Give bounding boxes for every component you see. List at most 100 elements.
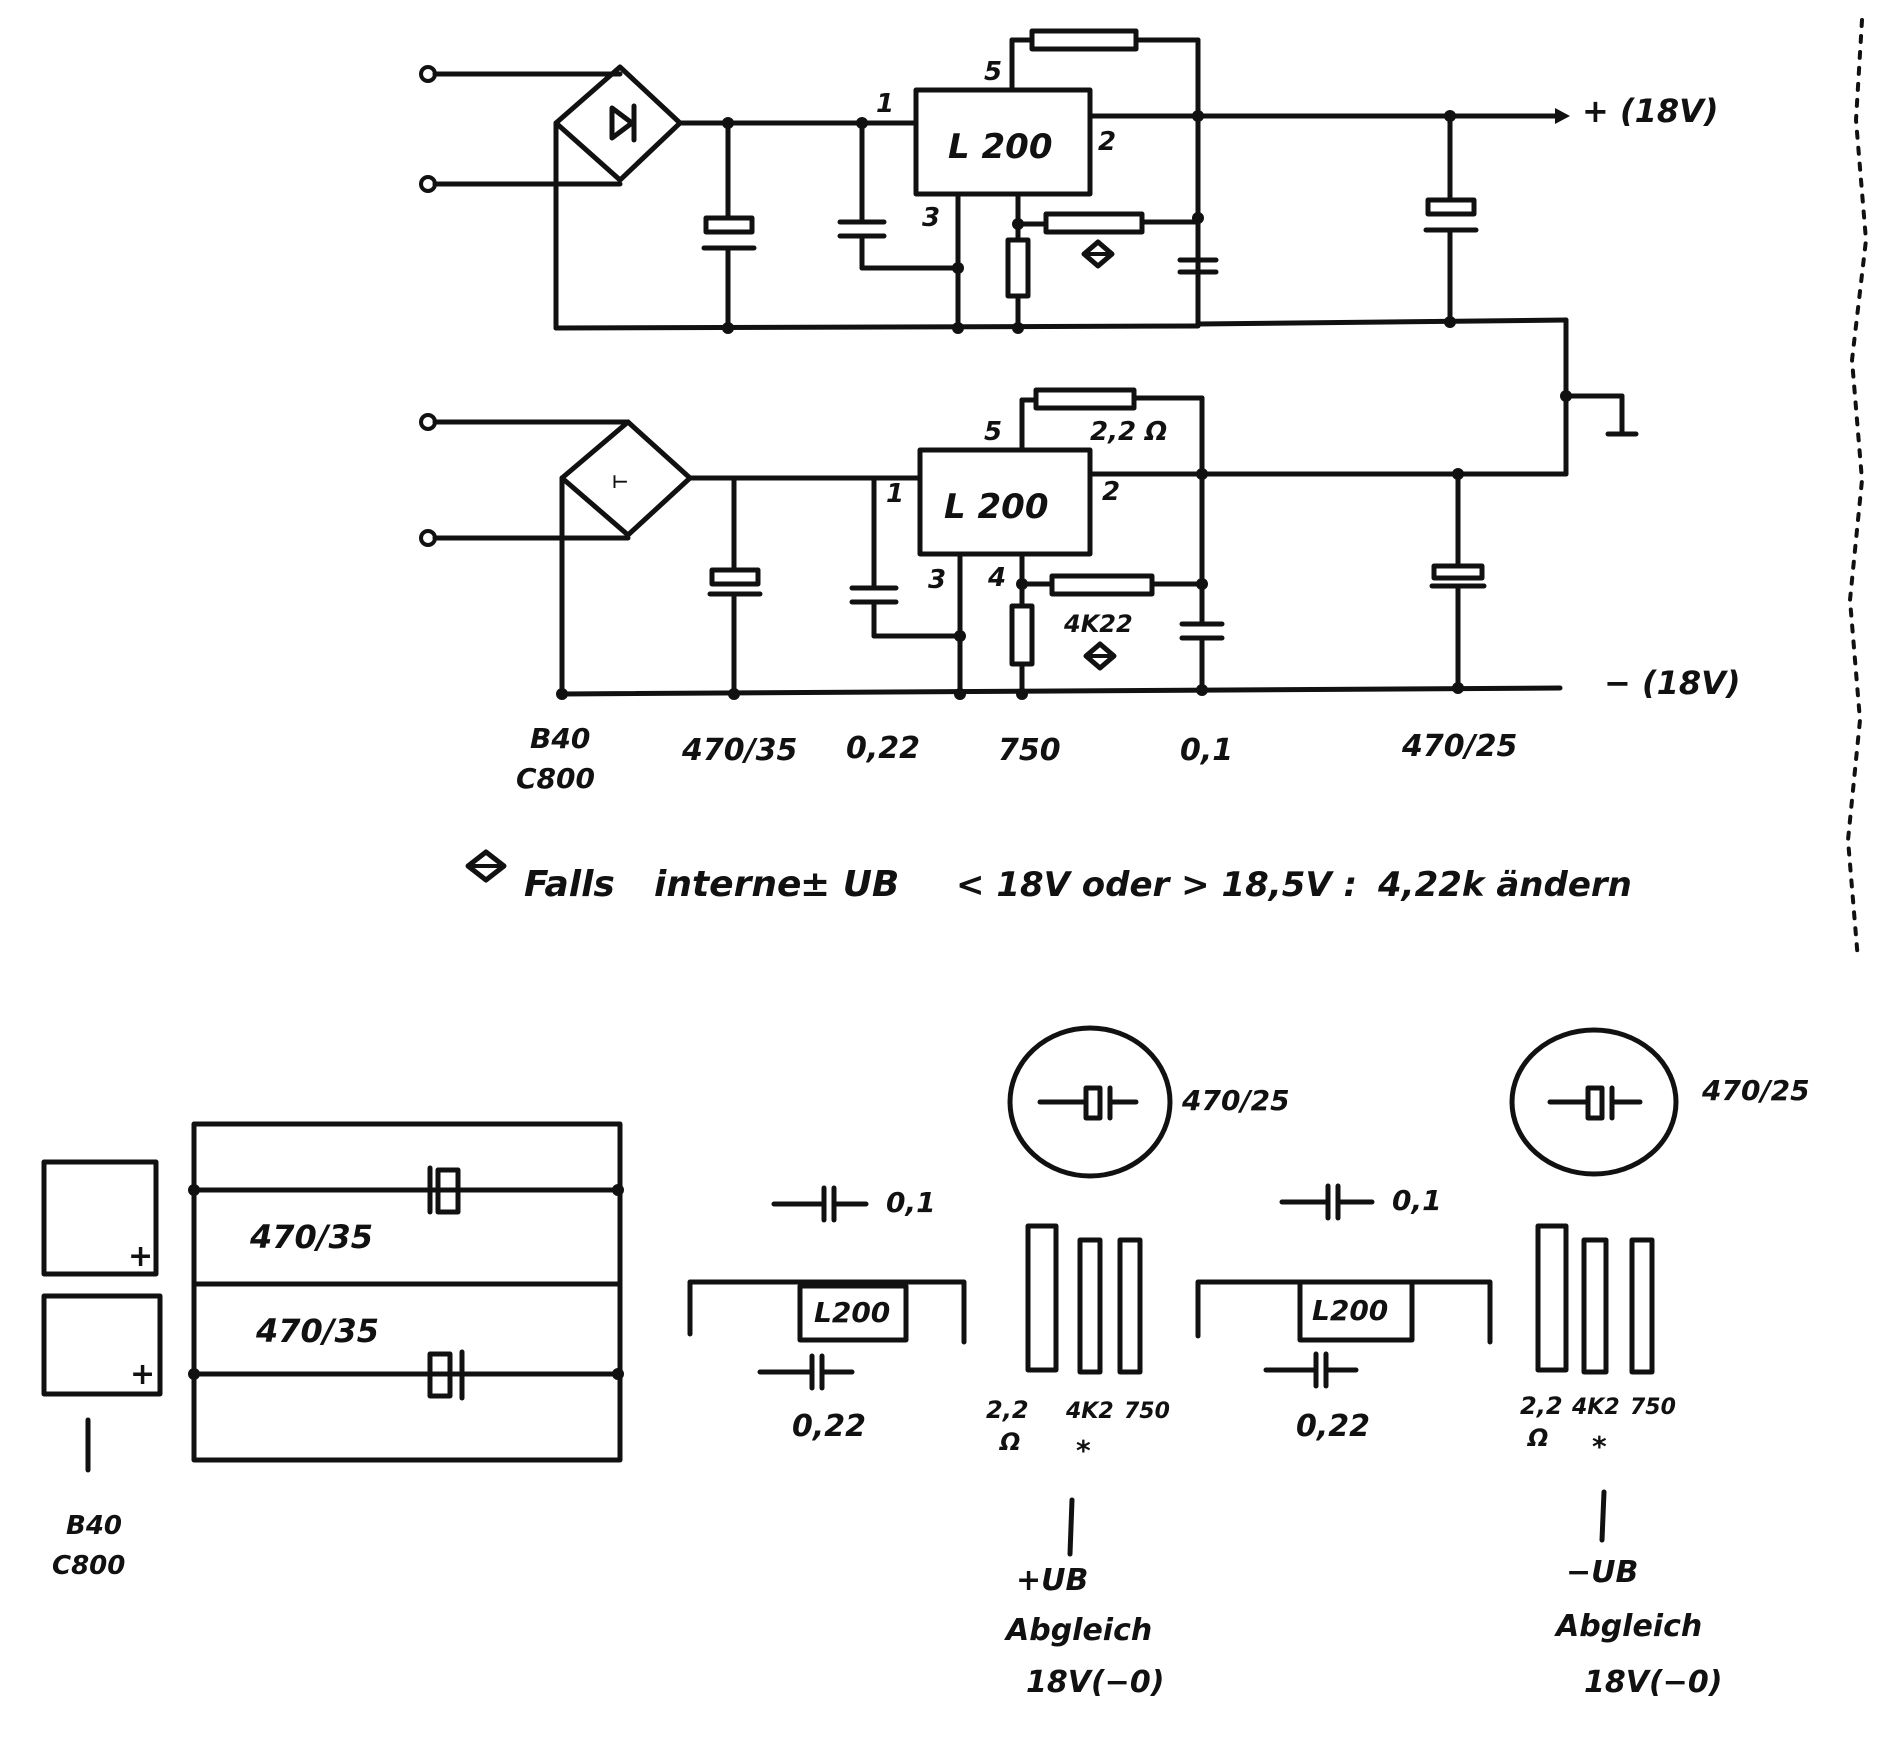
adjust-label: Abgleich [1004, 1613, 1152, 1648]
resistor-icon [1535, 1223, 1569, 1373]
positive-output-label: + (18V) [1582, 92, 1719, 130]
resistor-icon [1033, 387, 1137, 411]
pin-label: 1 [876, 89, 894, 119]
adjust-label: +UB [1016, 1563, 1088, 1598]
paper-edge [1845, 18, 1869, 962]
upper-regulator-circuit [419, 28, 1570, 334]
adjust-resistor-label: 4K22 [1063, 610, 1133, 638]
resistor-label: 2,2 [1520, 1392, 1563, 1420]
rectifier-block [41, 1159, 159, 1277]
output-small-cap-label: 0,1 [1180, 733, 1233, 768]
resistor-label: Ω [998, 1428, 1020, 1456]
ic-label: L 200 [948, 127, 1052, 167]
electrolytic-capacitor-icon [427, 1351, 453, 1399]
rectifier-label: B40 [530, 722, 590, 755]
adjust-label: −UB [1566, 1555, 1638, 1590]
adjust-label: 18V(−0) [1584, 1665, 1722, 1700]
resistor-label: 4K2 [1065, 1399, 1114, 1424]
resistor-label: 4K2 [1571, 1395, 1620, 1420]
l200-regulator-ic [913, 87, 1093, 197]
pin-label: 3 [928, 565, 946, 595]
footnote-text: 4,22k ändern [1377, 865, 1632, 905]
divider-resistor-label: 750 [998, 733, 1061, 768]
resistor-icon [1117, 1237, 1143, 1375]
resistor-icon [1005, 237, 1031, 299]
resistor-icon [1581, 1237, 1609, 1375]
electrolytic-capacitor-icon [1083, 1085, 1103, 1121]
ic-label: L 200 [944, 487, 1048, 527]
output-capacitor-circle [1509, 1027, 1679, 1177]
resistor-icon [1029, 28, 1139, 52]
output-capacitor-circle [1007, 1025, 1173, 1179]
heatsink-outline [687, 1279, 967, 1345]
output-cap-label: 470/25 [1401, 729, 1517, 764]
negative-output-label: − (18V) [1604, 664, 1741, 702]
resistor-icon [1025, 1223, 1059, 1373]
resistor-label: Ω [1526, 1424, 1548, 1452]
resistor-label: * [1592, 1430, 1607, 1463]
diode-icon [609, 105, 635, 141]
diamond-marker-icon [1081, 239, 1115, 269]
input-cap-label: 470/35 [681, 733, 797, 768]
resistor-label: 2,2 [986, 1396, 1029, 1424]
ground-symbol [1560, 317, 1639, 477]
adjustment-footnote: Falls interne ± UB < 18V oder > 18,5V : … [465, 849, 1632, 905]
circle-cap-label: 470/25 [1181, 1084, 1290, 1117]
upper-regulator-labels: L 200 1 2 3 5 + (18V) [876, 57, 1719, 233]
pin-label: 2 [1102, 477, 1120, 507]
electrolytic-capacitor-icon [1425, 197, 1477, 217]
component-value-labels: B40 C800 470/35 0,22 750 0,1 470/25 [516, 722, 1517, 795]
pin-label: 2 [1098, 127, 1116, 157]
resistor-icon [1043, 211, 1145, 235]
diode-icon: ⊢ [612, 472, 628, 493]
positive-regulator-layout: 0,1 L200 0,22 470/25 2,2 Ω 4K2 * 750 +UB… [687, 1025, 1290, 1700]
lower-regulator-circuit: ⊢ [419, 387, 1569, 700]
adjust-label: Abgleich [1554, 1609, 1702, 1644]
l200-regulator-ic [917, 447, 1093, 557]
cap-label: 0,22 [1296, 1409, 1370, 1444]
ic-label: L200 [1312, 1294, 1388, 1327]
footnote-text: Falls [524, 864, 615, 905]
rectifier-plus-label: + [130, 1357, 155, 1392]
electrolytic-capacitor-icon [1585, 1085, 1605, 1121]
resistor-label: 750 [1124, 1399, 1170, 1424]
rectifier-plus-label: + [128, 1239, 153, 1274]
lower-regulator-labels: L 200 1 2 3 4 5 2,2 Ω 4K22 − (18V) [886, 417, 1741, 702]
cap-label: 0,22 [792, 1409, 866, 1444]
footnote-text: < 18V oder > 18,5V : [956, 865, 1357, 905]
cap-label: 0,1 [886, 1186, 936, 1219]
electrolytic-capacitor-icon [435, 1167, 461, 1215]
resistor-label: * [1076, 1434, 1091, 1467]
sense-resistor-label: 2,2 Ω [1090, 417, 1167, 447]
board-layout: + + B40 C800 470/35 470/35 [41, 1121, 624, 1581]
rectifier-label: B40 [66, 1511, 122, 1541]
bridge-rectifier [553, 64, 683, 183]
electrolytic-capacitor-icon [709, 567, 761, 587]
diamond-marker-icon [465, 849, 507, 883]
l200-regulator-ic [797, 1283, 909, 1343]
resistor-label: 750 [1630, 1395, 1676, 1420]
rectifier-label: C800 [516, 762, 595, 795]
resistor-icon [1009, 603, 1035, 667]
circle-cap-label: 470/25 [1701, 1074, 1810, 1107]
negative-regulator-layout: 0,1 L200 0,22 470/25 2,2 Ω 4K2 * 750 −UB… [1195, 1027, 1810, 1700]
resistor-icon [1629, 1237, 1655, 1375]
resistor-icon [1077, 1237, 1103, 1375]
l200-regulator-ic [1297, 1279, 1415, 1343]
resistor-icon [1049, 573, 1155, 597]
cap-label: 0,1 [1392, 1184, 1442, 1217]
pin-label: 3 [922, 203, 940, 233]
bridge-rectifier [559, 419, 693, 538]
footnote-text: interne [654, 864, 801, 905]
electrolytic-capacitor-icon [703, 215, 755, 235]
capacitor-board [191, 1121, 623, 1463]
pin-label: 4 [987, 563, 1006, 593]
electrolytic-capacitor-icon [1431, 563, 1485, 581]
rectifier-block [41, 1293, 163, 1397]
rectifier-label: C800 [52, 1551, 125, 1581]
pin-label: 5 [984, 57, 1002, 87]
footnote-text: ± UB [800, 864, 899, 905]
diamond-marker-icon [1083, 641, 1117, 671]
pin-label: 1 [886, 479, 904, 509]
